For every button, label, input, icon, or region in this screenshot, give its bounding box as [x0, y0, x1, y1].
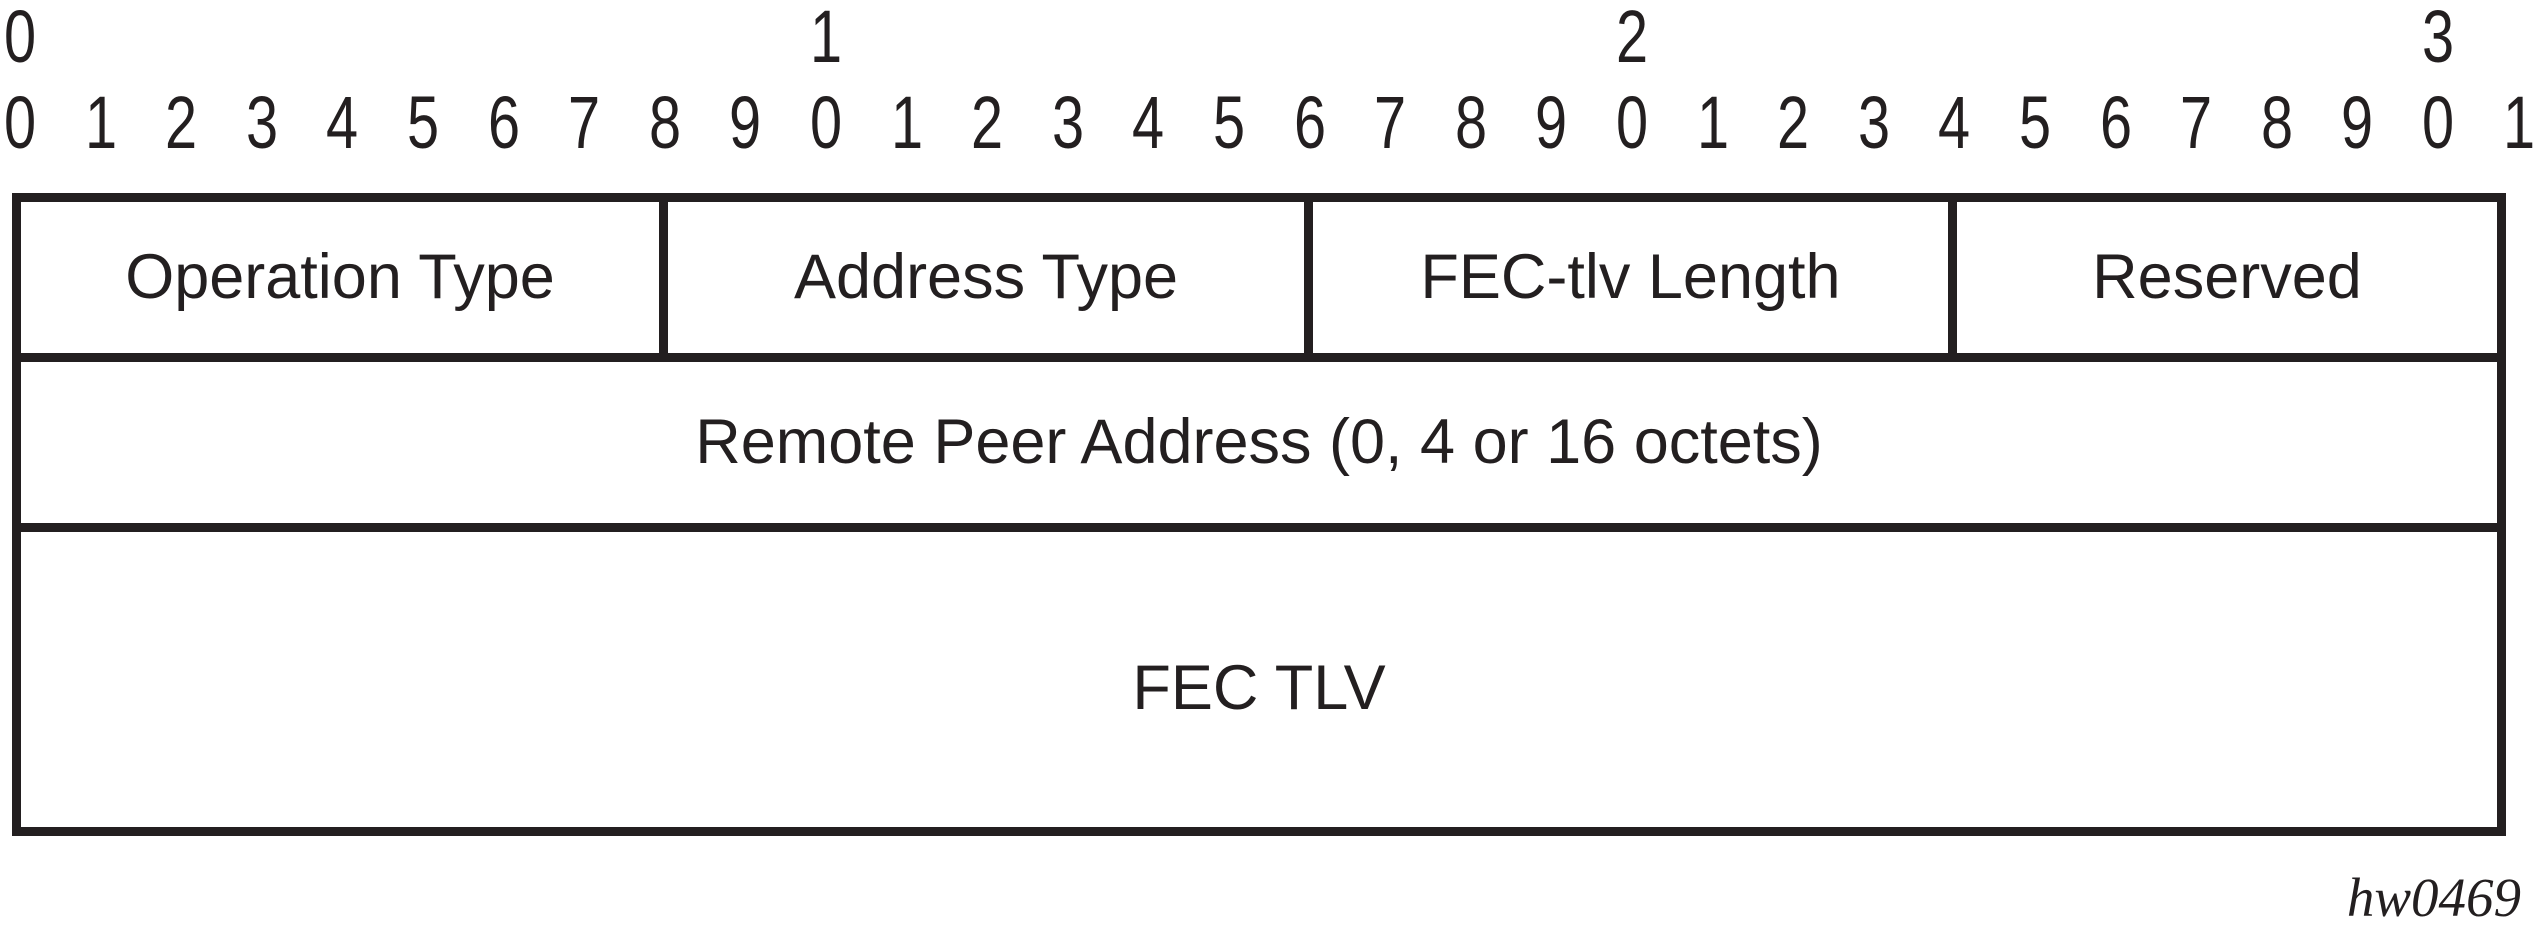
bit-ruler-bit-label: 1 [890, 81, 923, 164]
field-fec-tlv-length: FEC-tlv Length [1313, 202, 1957, 353]
bit-ruler-bit-label: 0 [1615, 81, 1649, 164]
field-fec-tlv-label: FEC TLV [1132, 653, 1386, 723]
bit-ruler-bit-label: 1 [84, 81, 117, 164]
bit-ruler-tens-row: 0 1 2 3 [0, 0, 2543, 80]
bit-ruler-bit-label: 4 [1132, 81, 1165, 164]
bit-ruler-bit-label: 5 [2018, 81, 2052, 164]
bit-ruler-bit-label: 4 [326, 81, 359, 164]
bit-ruler-bit-label: 2 [165, 81, 198, 164]
packet-row-word0: Operation Type Address Type FEC-tlv Leng… [21, 202, 2497, 362]
field-fec-tlv: FEC TLV [21, 532, 2497, 845]
field-operation-type: Operation Type [21, 202, 668, 353]
bit-ruler-bit-label: 5 [406, 81, 440, 164]
bit-ruler-bit-label: 8 [2260, 81, 2293, 164]
bit-ruler-bit-label: 9 [1535, 81, 1568, 164]
field-operation-type-label: Operation Type [125, 242, 555, 312]
packet-table: Operation Type Address Type FEC-tlv Leng… [12, 193, 2506, 836]
bit-ruler-bit-label: 1 [1696, 81, 1729, 164]
field-address-type-label: Address Type [793, 242, 1179, 312]
bit-ruler-bit-label: 4 [1938, 81, 1971, 164]
figure-id-label: hw0469 [2346, 867, 2521, 928]
bit-ruler-bit-label: 8 [1454, 81, 1487, 164]
bit-ruler-bit-label: 0 [2421, 81, 2455, 164]
bit-ruler-bit-label: 0 [3, 81, 37, 164]
bit-ruler-tens-label: 0 [3, 0, 37, 78]
bit-ruler-bit-label: 0 [809, 81, 843, 164]
packet-row-fec-tlv: FEC TLV [21, 532, 2497, 845]
field-fec-tlv-length-label: FEC-tlv Length [1420, 242, 1841, 312]
bit-ruler-bit-label: 6 [487, 81, 520, 164]
bit-ruler-bit-label: 7 [2180, 81, 2213, 164]
bit-ruler-tens-label: 3 [2421, 0, 2455, 78]
bit-ruler-bit-label: 7 [568, 81, 601, 164]
bit-ruler-bit-label: 1 [2502, 81, 2535, 164]
field-reserved-label: Reserved [2092, 242, 2362, 312]
bit-ruler-bit-label: 3 [1857, 81, 1890, 164]
field-remote-peer-address-label: Remote Peer Address (0, 4 or 16 octets) [695, 407, 1823, 477]
field-remote-peer-address: Remote Peer Address (0, 4 or 16 octets) [21, 362, 2497, 523]
bit-ruler-bit-label: 8 [648, 81, 681, 164]
bit-ruler-bit-label: 2 [1777, 81, 1810, 164]
field-reserved: Reserved [1957, 202, 2497, 353]
packet-row-remote-peer-address: Remote Peer Address (0, 4 or 16 octets) [21, 362, 2497, 532]
bit-ruler-bit-label: 2 [971, 81, 1004, 164]
bit-ruler-tens-label: 1 [809, 0, 843, 78]
bit-ruler-bit-label: 6 [2099, 81, 2132, 164]
bit-ruler-bit-label: 5 [1212, 81, 1246, 164]
bit-ruler-bit-label: 6 [1293, 81, 1326, 164]
field-address-type: Address Type [668, 202, 1313, 353]
bit-ruler-bit-label: 9 [2341, 81, 2374, 164]
bit-ruler-bit-label: 3 [245, 81, 278, 164]
bit-ruler-bit-label: 3 [1051, 81, 1084, 164]
bit-ruler-bit-label: 9 [729, 81, 762, 164]
bit-ruler-tens-label: 2 [1615, 0, 1649, 78]
bit-ruler-bit-label: 7 [1374, 81, 1407, 164]
